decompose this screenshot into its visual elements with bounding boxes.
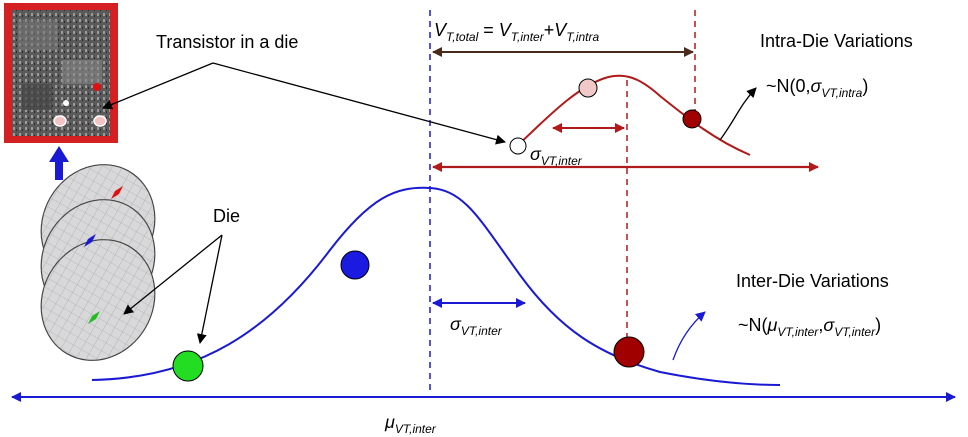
wafer-stack <box>40 164 156 361</box>
sigma-intra-inter-label: σVT,inter <box>530 144 583 168</box>
die-arrow-to-curve <box>196 234 223 344</box>
red-transistor-dot <box>682 109 702 129</box>
inter-die-title: Inter-Die Variations <box>736 271 889 291</box>
green-die-dot <box>172 350 204 382</box>
red-die-square <box>111 186 123 199</box>
sigma-inter-label: σVT,inter <box>450 314 503 338</box>
mu-inter-label: μVT,inter <box>384 412 437 436</box>
red-die-dot-inter <box>613 336 645 368</box>
blue-die-square <box>84 234 96 247</box>
pink-transistor-dot <box>578 78 598 98</box>
white-transistor-dot <box>509 137 527 155</box>
chip-up-arrow <box>49 146 69 180</box>
inter-die-curve <box>91 186 781 386</box>
inter-callout-arrow <box>672 311 706 361</box>
die-label: Die <box>213 206 240 226</box>
green-die-square <box>88 311 100 324</box>
transistor-arrow-to-curve <box>212 62 506 145</box>
inter-distribution-label: ~N(μVT,inter,σVT,inter) <box>738 315 881 339</box>
total-vt-formula: VT,total = VT,inter+VT,intra <box>434 20 599 44</box>
intra-die-curve <box>516 74 751 156</box>
chip-die-image <box>4 3 118 143</box>
intra-die-title: Intra-Die Variations <box>760 31 913 51</box>
die-arrow-to-wafer <box>123 234 223 315</box>
blue-die-dot <box>340 250 370 280</box>
transistor-label: Transistor in a die <box>156 32 298 52</box>
intra-distribution-label: ~N(0,σVT,intra) <box>766 76 868 100</box>
transistor-arrow-to-chip <box>102 62 214 110</box>
intra-callout-arrow <box>719 87 757 141</box>
